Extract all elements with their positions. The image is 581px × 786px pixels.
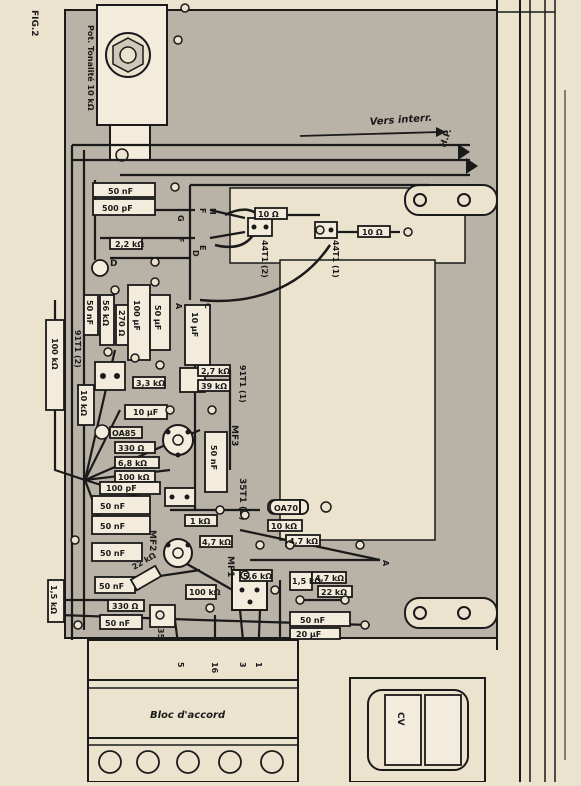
c10u-small-label: 10 µF xyxy=(133,408,158,417)
r4k7-a-label: 4,7 kΩ xyxy=(289,537,318,546)
diode-oa85 xyxy=(94,424,110,440)
pin-1-label: 1 xyxy=(254,662,263,668)
tuning-block xyxy=(87,639,299,783)
figure-label: FIG.2 xyxy=(29,10,39,37)
t44-2-label: 44T1 (2) xyxy=(260,240,269,278)
t91-2-label: 91T1 (2) xyxy=(73,330,82,368)
components-horizontal xyxy=(91,182,391,640)
vers-interr-label: Vers interr. xyxy=(369,113,432,128)
pin-d-label: D xyxy=(191,250,200,257)
r1k5-label: 1,5 kΩ xyxy=(49,585,58,614)
r10-right-label: 10 Ω xyxy=(362,228,383,237)
oa70-label: OA70 xyxy=(274,504,298,513)
t44-1-label: 44T1 (1) xyxy=(331,240,340,278)
r2k7-label: 2,7 kΩ xyxy=(201,367,230,376)
r100k-side-label: 100 kΩ xyxy=(50,338,59,370)
pin-5-label: 5 xyxy=(176,662,185,668)
pin-e-label: E xyxy=(198,245,207,250)
pin-f-label: F xyxy=(198,208,207,213)
r1k-label: 1 kΩ xyxy=(190,517,211,526)
chassis-cutout-main xyxy=(279,259,436,541)
pin-c-label: C xyxy=(203,303,212,309)
c100u-label: 100 µF xyxy=(132,300,141,331)
r330-b-label: 330 Ω xyxy=(112,602,138,611)
t91-1-label: 91T1 (1) xyxy=(238,365,247,403)
r10-top-label: 10 Ω xyxy=(258,210,279,219)
r270-label: 270 Ω xyxy=(117,310,126,336)
transformer-44t1-2 xyxy=(247,217,273,237)
c50n-c-label: 50 nF xyxy=(100,502,125,511)
if-transformer-mf2 xyxy=(163,538,193,568)
oa85-label: OA85 xyxy=(112,429,136,438)
r1k5-b-label: 1,5 kΩ xyxy=(292,577,321,586)
r56k-label: 56 kΩ xyxy=(101,300,110,326)
r4k7-b-label: 4,7 kΩ xyxy=(202,538,231,547)
c50n-g-label: 50 nF xyxy=(99,582,124,591)
pin-g-label: G xyxy=(176,215,185,222)
c50n-h-label: 50 nF xyxy=(300,616,325,625)
r5k6-label: 5,6 kΩ xyxy=(243,572,272,581)
pin-f-label-left: F xyxy=(176,237,185,242)
bloc-accord-label: Bloc d'accord xyxy=(150,710,226,721)
r100k-c-label: 100 kΩ xyxy=(189,588,221,597)
c20u-label: 20 µF xyxy=(296,630,321,639)
pin-marker-d xyxy=(91,259,109,277)
c50n-d-label: 50 nF xyxy=(100,522,125,531)
components-vertical xyxy=(45,284,228,623)
r22k-label: 22 kΩ xyxy=(321,588,347,597)
mounting-bracket-bottom xyxy=(404,597,498,629)
pin-16-label: 16 xyxy=(210,662,219,674)
pin-h-label: H xyxy=(208,208,217,215)
pin-d-marker-label: D xyxy=(110,259,117,269)
tone-potentiometer xyxy=(96,3,190,162)
r39k-label: 39 kΩ xyxy=(201,382,227,391)
c50u-label: 50 µF xyxy=(153,305,162,330)
r330-a-label: 330 Ω xyxy=(118,444,144,453)
r10k-b-label: 10 kΩ xyxy=(271,522,297,531)
c500p-label: 500 pF xyxy=(102,204,133,213)
mounting-bracket-top xyxy=(404,184,498,216)
variable-capacitor xyxy=(349,677,486,783)
mf3-label: MF3 xyxy=(229,425,239,446)
r4k7-c-label: 4,7 kΩ xyxy=(315,574,344,583)
c50n-b-label: 50 nF xyxy=(85,300,94,325)
c50n-f-label: 50 nF xyxy=(105,619,130,628)
pin-3-label: 3 xyxy=(238,662,247,668)
c50n-a-label: 50 nF xyxy=(108,187,133,196)
r2k2-label: 2,2 kΩ xyxy=(115,240,144,249)
solder-terminals xyxy=(70,182,413,630)
r6k8-label: 6,8 kΩ xyxy=(118,459,147,468)
diode-oa70 xyxy=(269,499,332,515)
vers-interr-arrow xyxy=(299,131,441,137)
c100p-label: 100 pF xyxy=(106,484,137,493)
cv-label: CV xyxy=(395,712,405,726)
r10k-left-label: 10 kΩ xyxy=(79,390,88,416)
pin-a-label: A xyxy=(174,303,183,310)
vers-interr-arrowhead xyxy=(436,127,446,137)
c50n-e-label: 50 nF xyxy=(100,549,125,558)
c10u-big-label: 10 µF xyxy=(190,312,199,337)
hp-arrow xyxy=(458,144,478,174)
r100k-b-label: 100 kΩ xyxy=(118,473,150,482)
chassis-rails xyxy=(496,0,566,782)
pot-label: Pot. Tonalité 10 kΩ xyxy=(86,25,96,111)
t35-2-label: 35T1 (2) xyxy=(237,478,247,521)
c50n-v-label: 50 nF xyxy=(209,445,218,470)
mf2-label: MF2 xyxy=(147,530,157,551)
if-transformer-mf3 xyxy=(162,424,194,458)
mf1-label: MF1 xyxy=(225,556,235,577)
r3k3-label: 3,3 kΩ xyxy=(136,379,165,388)
pin-a-right-label: A xyxy=(381,560,390,567)
